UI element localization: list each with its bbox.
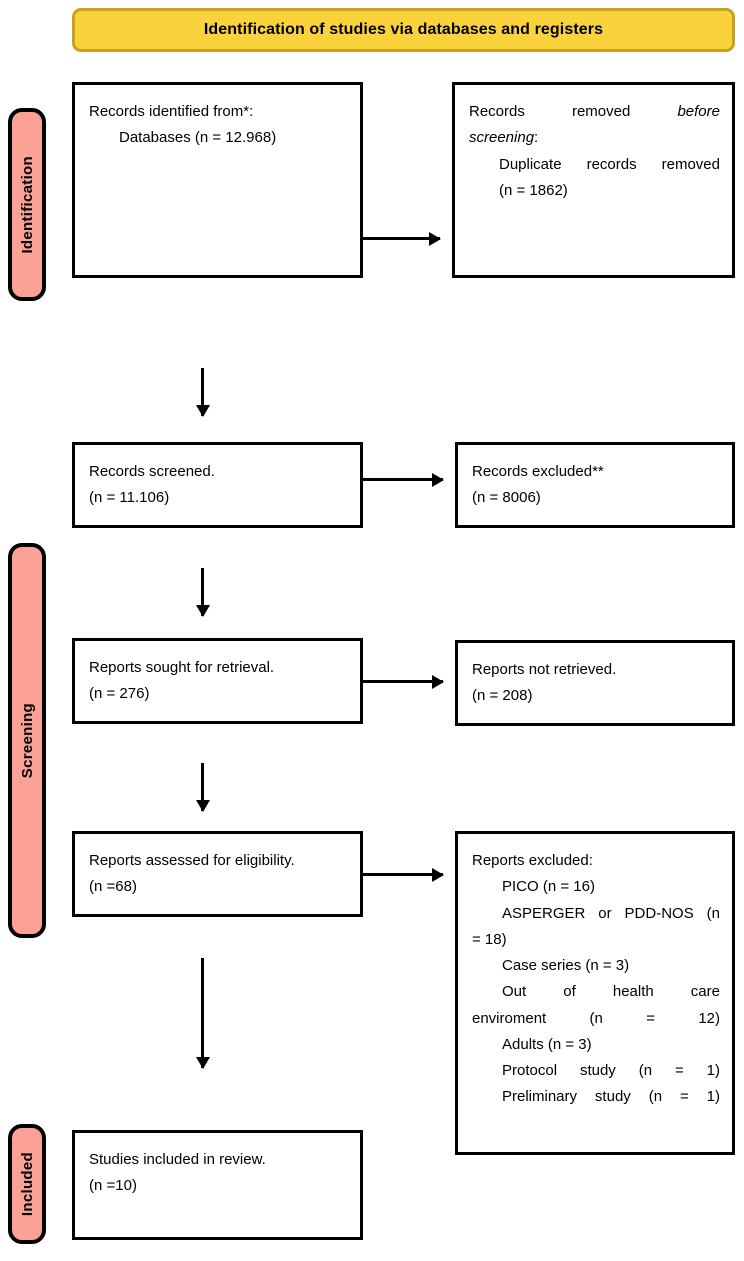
box-studies-included: Studies included in review. (n =10): [72, 1130, 363, 1240]
records-screened-line-1: Records screened.: [89, 463, 215, 480]
stage-label-screening: Screening: [8, 543, 46, 938]
stage-label-identification-text: Identification: [18, 155, 36, 254]
reports-excluded-reason: Adults (n = 3): [502, 1035, 592, 1053]
box-records-excluded: Records excluded** (n = 8006): [455, 442, 735, 528]
records-removed-text-a: Records removed: [469, 103, 678, 120]
box-records-screened: Records screened. (n = 11.106): [72, 442, 363, 528]
reports-sought-line-2: (n = 276): [89, 685, 150, 703]
records-removed-line-4: (n = 1862): [499, 181, 568, 199]
box-reports-assessed: Reports assessed for eligibility. (n =68…: [72, 831, 363, 917]
box-records-identified: Records identified from*: Databases (n =…: [72, 82, 363, 278]
arrow-assessed-to-included: [201, 958, 204, 1068]
records-removed-line-1: Records removed before: [469, 99, 720, 125]
stage-label-included: Included: [8, 1124, 46, 1244]
records-removed-line-3: Duplicate records removed: [499, 155, 720, 173]
records-identified-line-2: Databases (n = 12.968): [119, 129, 277, 147]
reports-excluded-reason: enviroment (n = 12): [472, 1009, 720, 1027]
box-records-removed: Records removed before screening: Duplic…: [452, 82, 735, 278]
reports-excluded-reason: Protocol study (n = 1): [502, 1062, 720, 1079]
stage-banner-identification: Identification of studies via databases …: [72, 8, 735, 52]
reports-sought-line-1: Reports sought for retrieval.: [89, 659, 275, 676]
records-removed-emphasis-screening: screening: [469, 129, 535, 147]
stage-label-identification: Identification: [8, 108, 46, 301]
stage-label-screening-text: Screening: [18, 702, 36, 779]
records-removed-line-2: screening:: [469, 125, 720, 151]
box-reports-excluded-reasons: Reports excluded: PICO (n = 16) ASPERGER…: [455, 831, 735, 1155]
reports-excluded-reason: = 18): [472, 930, 507, 948]
reports-excluded-reason: Preliminary study (n = 1): [502, 1088, 720, 1106]
records-identified-line-1: Records identified from*:: [89, 103, 254, 120]
reports-excluded-reason: ASPERGER or PDD-NOS (n: [502, 904, 720, 922]
stage-label-included-text: Included: [18, 1151, 36, 1217]
reports-assessed-line-1: Reports assessed for eligibility.: [89, 852, 295, 869]
arrow-sought-to-not-retrieved: [363, 680, 443, 683]
arrow-assessed-to-excluded: [363, 873, 443, 876]
records-screened-line-2: (n = 11.106): [89, 489, 170, 507]
records-removed-colon: :: [534, 129, 539, 147]
reports-excluded-reason: Out of health care: [502, 983, 720, 1001]
arrow-identified-to-screened: [201, 368, 204, 416]
reports-not-retrieved-line-1: Reports not retrieved.: [472, 661, 617, 678]
studies-included-line-1: Studies included in review.: [89, 1151, 266, 1168]
studies-included-line-2: (n =10): [89, 1177, 137, 1195]
records-excluded-line-2: (n = 8006): [472, 489, 541, 507]
records-excluded-line-1: Records excluded**: [472, 463, 604, 480]
arrow-sought-to-assessed: [201, 763, 204, 811]
reports-excluded-reason: PICO (n = 16): [502, 878, 595, 896]
box-reports-not-retrieved: Reports not retrieved. (n = 208): [455, 640, 735, 726]
arrow-identified-to-removed: [363, 237, 440, 240]
box-reports-sought: Reports sought for retrieval. (n = 276): [72, 638, 363, 724]
records-removed-emphasis-before: before: [677, 103, 720, 120]
arrow-screened-to-sought: [201, 568, 204, 616]
reports-not-retrieved-line-2: (n = 208): [472, 687, 533, 705]
reports-excluded-reason: Case series (n = 3): [502, 957, 630, 974]
arrow-screened-to-excluded: [363, 478, 443, 481]
reports-excluded-heading: Reports excluded:: [472, 852, 593, 869]
reports-assessed-line-2: (n =68): [89, 878, 137, 896]
